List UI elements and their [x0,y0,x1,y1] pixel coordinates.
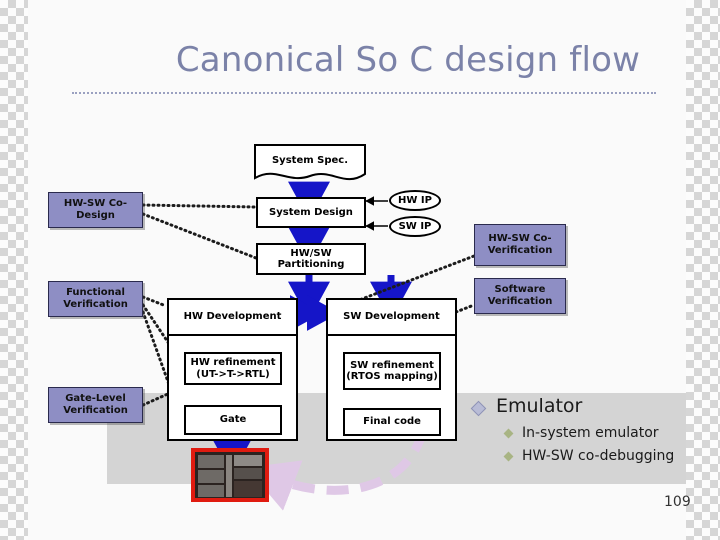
hw-ip-oval: HW IP [389,190,441,211]
bullet-level1-label: Emulator [496,395,583,417]
system-design-box: System Design [256,197,366,228]
gate-box: Gate [184,405,282,435]
hw-sw-partitioning-label: HW/SW Partitioning [277,247,345,270]
slide-canvas: Canonical So C design flow [28,0,691,540]
hw-sw-co-verification-box: HW-SW Co-Verification [474,224,566,266]
functional-verification-box: Functional Verification [48,281,143,317]
hw-development-container: HW Development HW refinement (UT->T->RTL… [167,298,298,441]
gate-level-verification-box: Gate-Level Verification [48,387,143,423]
page-number: 109 [664,494,691,510]
sw-refinement-label: SW refinement (RTOS mapping) [346,359,438,383]
title-divider [72,92,656,94]
system-spec-label: System Spec. [271,155,348,167]
chip-die-image [191,448,269,502]
final-code-box: Final code [343,408,441,436]
hw-development-header: HW Development [169,300,296,336]
bullet-level2-label: HW-SW co-debugging [522,447,675,464]
hw-ip-label: HW IP [398,195,432,206]
sw-refinement-box: SW refinement (RTOS mapping) [343,352,441,390]
sw-development-container: SW Development SW refinement (RTOS mappi… [326,298,457,441]
sw-development-label: SW Development [343,311,440,323]
functional-verification-label: Functional Verification [63,287,128,310]
bullet-level2-hw-sw-co-debugging: HW-SW co-debugging [503,447,720,464]
software-verification-box: Software Verification [474,278,566,314]
hw-sw-co-design-label: HW-SW Co-Design [63,198,128,221]
final-code-label: Final code [363,416,421,428]
diamond-bullet-icon [503,428,514,439]
sw-ip-oval: SW IP [389,216,441,237]
system-spec-box: System Spec. [254,146,366,176]
sw-development-header: SW Development [328,300,455,336]
transparency-checker-right [686,0,720,540]
bullet-level2-label: In-system emulator [522,424,659,441]
diamond-bullet-icon [503,451,514,462]
diamond-bullet-icon [470,400,487,417]
hw-sw-co-verification-label: HW-SW Co-Verification [487,233,553,256]
gate-level-verification-label: Gate-Level Verification [63,393,128,416]
bullet-level1-emulator: Emulator [470,395,720,418]
hw-sw-co-design-box: HW-SW Co-Design [48,192,143,228]
hw-refinement-label: HW refinement (UT->T->RTL) [190,357,276,380]
transparency-checker-left [0,0,28,540]
hw-development-label: HW Development [183,311,282,323]
gate-label: Gate [219,414,247,426]
bullet-level2-in-system-emulator: In-system emulator [503,424,720,441]
system-spec-shape [254,144,366,180]
system-design-label: System Design [269,206,353,218]
hw-sw-partitioning-box: HW/SW Partitioning [256,243,366,275]
page-title: Canonical So C design flow [175,40,641,80]
sw-ip-label: SW IP [398,221,432,232]
hw-refinement-box: HW refinement (UT->T->RTL) [184,352,282,385]
software-verification-label: Software Verification [487,284,553,307]
bullet-list: Emulator In-system emulator HW-SW co-deb… [470,395,720,464]
